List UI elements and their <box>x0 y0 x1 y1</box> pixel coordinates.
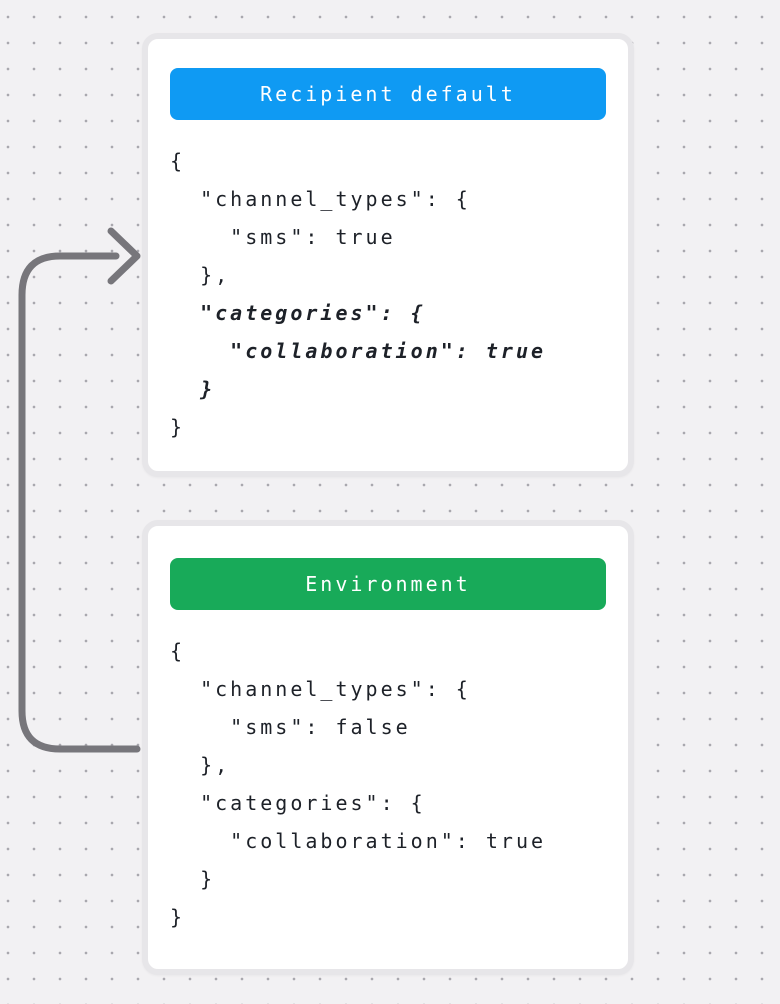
code-line-emphasized: "categories": { <box>170 301 426 325</box>
code-line: "sms": true <box>170 225 396 249</box>
recipient-default-json-block: { "channel_types": { "sms": true }, "cat… <box>170 142 606 446</box>
code-line: "channel_types": { <box>170 677 471 701</box>
connector-arrow-line <box>18 252 141 753</box>
environment-header: Environment <box>170 558 606 610</box>
environment-json-block: { "channel_types": { "sms": false }, "ca… <box>170 632 606 936</box>
code-line: "categories": { <box>170 791 426 815</box>
code-line: { <box>170 639 186 663</box>
code-line: "channel_types": { <box>170 187 471 211</box>
code-line: "sms": false <box>170 715 411 739</box>
code-line: "collaboration": true <box>170 829 547 853</box>
code-line: { <box>170 149 186 173</box>
code-line: }, <box>170 263 231 287</box>
code-line: } <box>170 415 186 439</box>
arrowhead-icon <box>107 227 141 285</box>
code-line-emphasized: } <box>170 377 216 401</box>
code-line: }, <box>170 753 231 777</box>
code-line: } <box>170 867 216 891</box>
recipient-default-header: Recipient default <box>170 68 606 120</box>
recipient-default-card: Recipient default { "channel_types": { "… <box>142 33 634 477</box>
code-line: } <box>170 905 186 929</box>
environment-card: Environment { "channel_types": { "sms": … <box>142 520 634 975</box>
code-line-emphasized: "collaboration": true <box>170 339 547 363</box>
